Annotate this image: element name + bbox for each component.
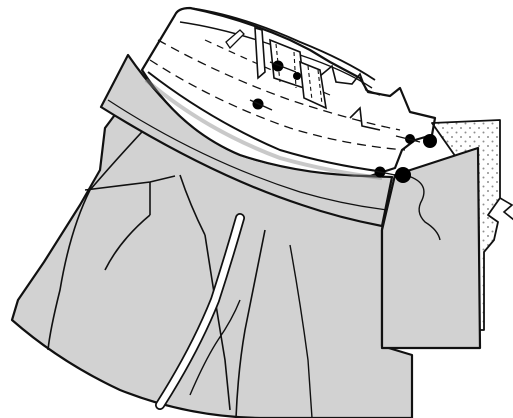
pin-head: [423, 134, 437, 148]
pin-head: [293, 72, 301, 80]
pin-head: [395, 167, 411, 183]
